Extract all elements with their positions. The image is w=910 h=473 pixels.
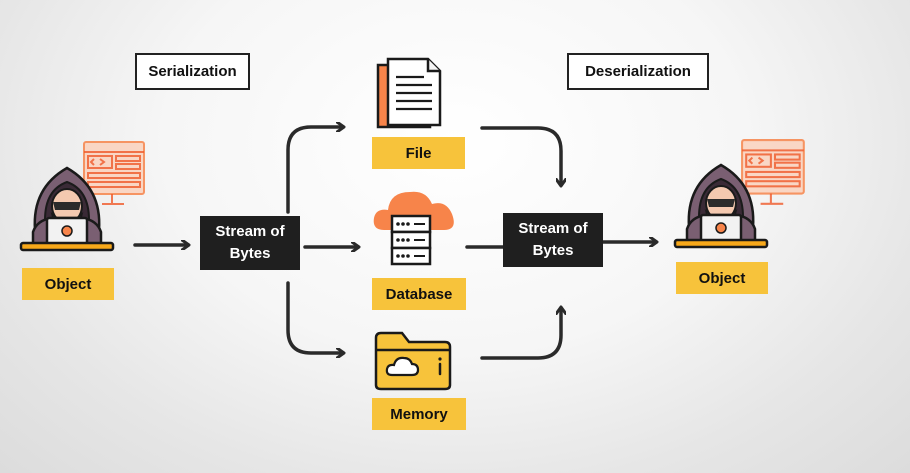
arrow-stream-to-memory bbox=[286, 281, 343, 353]
stream-line-2: Bytes bbox=[229, 245, 271, 262]
cloud-database-icon bbox=[373, 191, 454, 266]
target-object-label: Object bbox=[676, 262, 768, 294]
hacker-icon bbox=[673, 163, 769, 249]
arrow-file-to-stream bbox=[480, 126, 561, 185]
document-icon bbox=[376, 57, 442, 129]
stream-line-2: Bytes bbox=[532, 242, 574, 259]
deserialized-stream-of-bytes: Stream of Bytes bbox=[503, 213, 603, 267]
arrow-stream-to-file bbox=[286, 127, 343, 214]
file-label: File bbox=[372, 137, 465, 169]
database-label: Database bbox=[372, 278, 466, 310]
hacker-icon bbox=[19, 166, 115, 252]
serialization-title: Serialization bbox=[135, 53, 250, 90]
memory-label: Memory bbox=[372, 398, 466, 430]
code-window-icon bbox=[83, 141, 145, 205]
deserialization-title: Deserialization bbox=[567, 53, 709, 90]
folder-cloud-icon bbox=[374, 331, 452, 391]
code-window-icon bbox=[741, 139, 805, 205]
stream-line-1: Stream of bbox=[215, 223, 285, 240]
stream-line-1: Stream of bbox=[518, 220, 588, 237]
source-object-label: Object bbox=[22, 268, 114, 300]
serialized-stream-of-bytes: Stream of Bytes bbox=[200, 216, 300, 270]
arrow-memory-to-stream bbox=[480, 308, 561, 360]
